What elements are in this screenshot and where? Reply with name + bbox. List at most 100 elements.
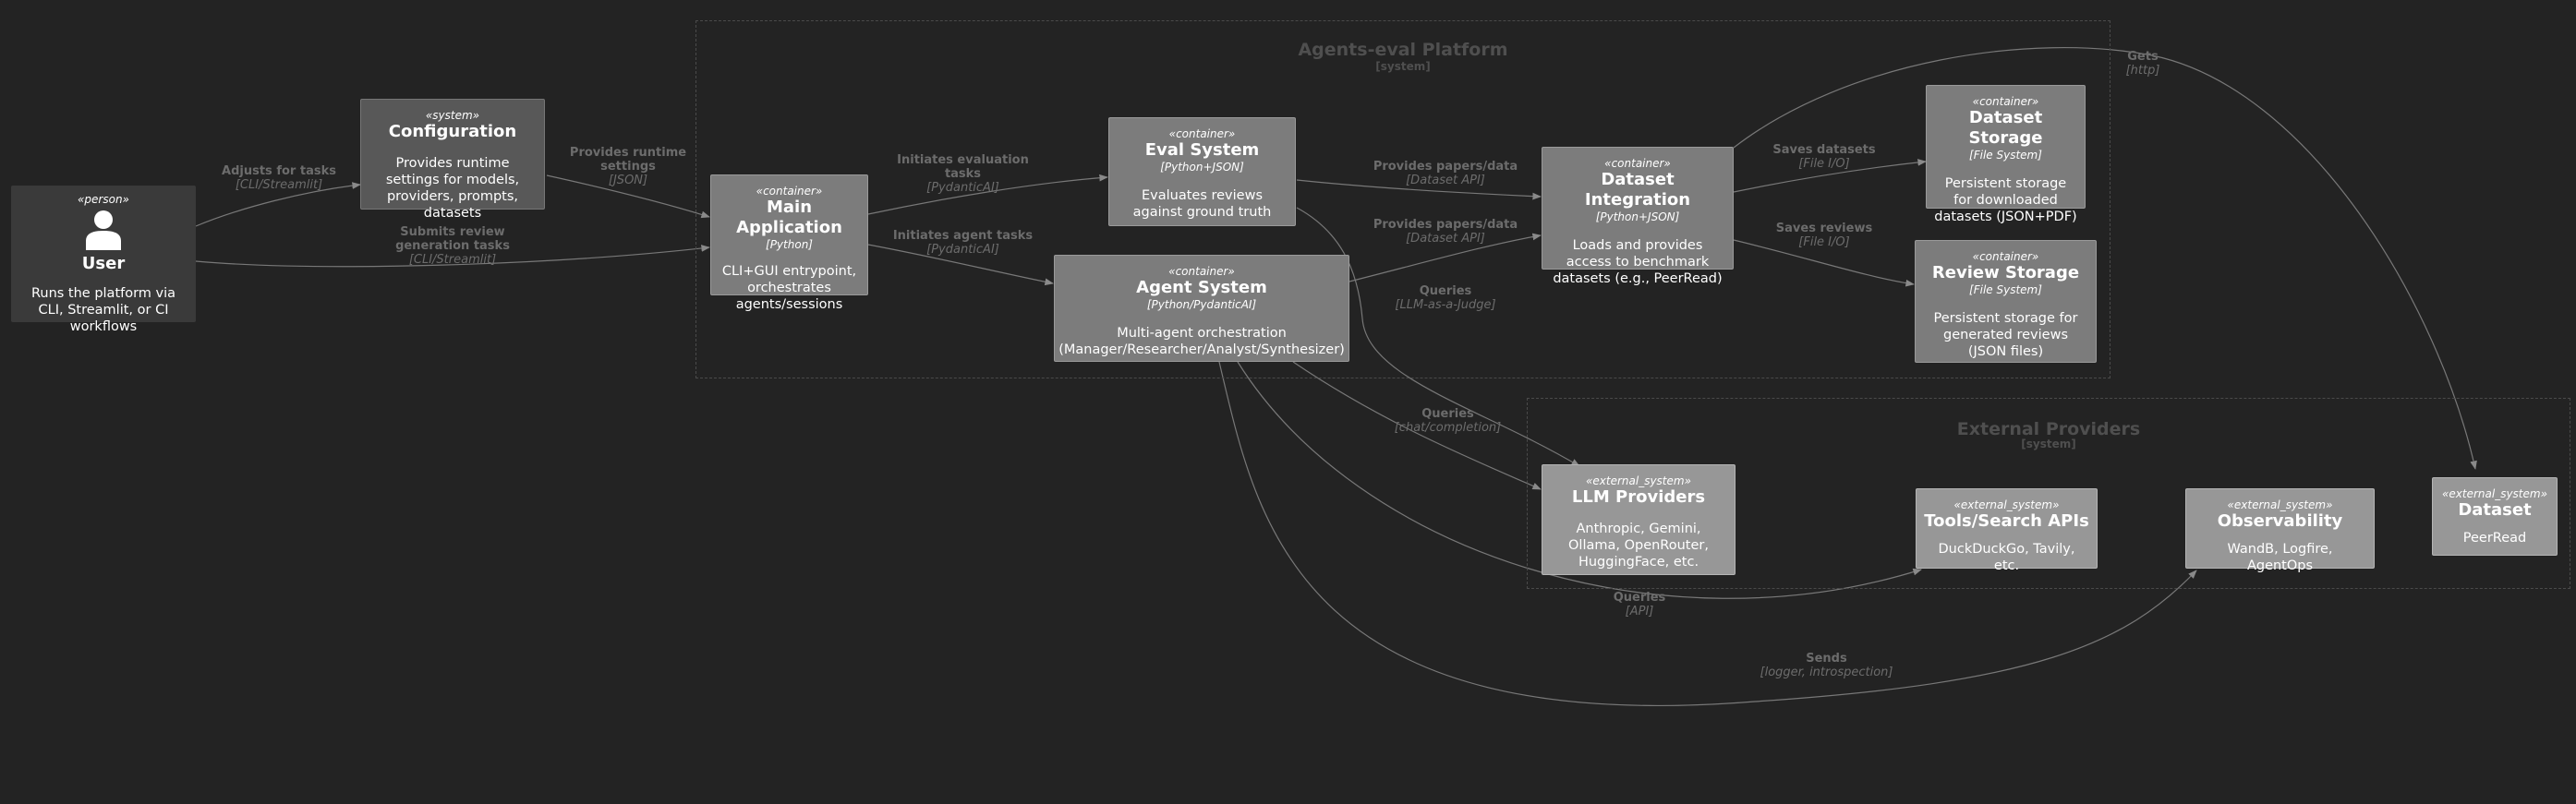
- node-technology: [File System]: [1969, 149, 2042, 162]
- node-configuration[interactable]: «system» Configuration Provides runtime …: [360, 99, 545, 221]
- boundary-title: External Providers: [1956, 419, 2141, 439]
- edge-label-agent-tools: Queries [API]: [1607, 591, 1672, 618]
- node-name: Review Storage: [1931, 263, 2080, 282]
- node-dataset-external[interactable]: «external_system» Dataset PeerRead: [2432, 477, 2558, 556]
- edge-label-text: Initiates evaluation tasks: [897, 153, 1029, 181]
- edge-config-main: [546, 174, 710, 219]
- node-description: CLI+GUI entrypoint, orchestrates agents/…: [721, 264, 857, 312]
- edge-agent-llm: [1292, 361, 1542, 490]
- edge-label-dsint-revstore: Saves reviews [File I/O]: [1760, 222, 1889, 249]
- node-eval-system[interactable]: «container» Eval System [Python+JSON] Ev…: [1108, 117, 1296, 226]
- edge-eval-llm: [1296, 207, 1580, 467]
- boundary-subtitle: [system]: [1375, 60, 1431, 73]
- node-name: Eval System: [1144, 140, 1260, 160]
- node-agent-system[interactable]: «container» Agent System [Python/Pydanti…: [1054, 255, 1349, 362]
- node-name: LLM Providers: [1571, 487, 1706, 507]
- boundary-external-providers: External Providers [system]: [1527, 398, 2570, 589]
- edge-main-agent: [867, 244, 1054, 286]
- edge-label-text: Queries: [1421, 407, 1474, 421]
- edge-label-tech: [Dataset API]: [1406, 232, 1485, 246]
- edge-label-text: Provides papers/data: [1373, 160, 1518, 174]
- node-dataset-storage[interactable]: «container» Dataset Storage [File System…: [1926, 85, 2086, 224]
- edge-agent-dsint: [1348, 233, 1542, 282]
- node-stereotype: «container»: [1972, 95, 2039, 108]
- edge-label-tech: [CLI/Streamlit]: [408, 253, 497, 267]
- edge-agent-obs: [1218, 361, 2197, 706]
- edge-main-eval: [867, 174, 1108, 215]
- node-stereotype: «container»: [1168, 265, 1235, 278]
- node-stereotype: «external_system»: [1586, 474, 1691, 487]
- node-stereotype: «external_system»: [1953, 498, 2060, 511]
- edge-label-tech: [http]: [2125, 64, 2160, 78]
- boundary-subtitle: [system]: [2021, 438, 2076, 450]
- edge-label-user-config: Adjusts for tasks [CLI/Streamlit]: [210, 164, 348, 192]
- edge-label-tech: [Dataset API]: [1406, 174, 1485, 187]
- edge-label-text: Submits review generation tasks: [395, 225, 510, 253]
- node-name: Dataset Storage: [1968, 108, 2043, 148]
- node-name: Configuration: [388, 122, 517, 141]
- edge-label-main-agent: Initiates agent tasks [PydanticAI]: [887, 229, 1039, 257]
- edge-label-tech: [chat/completion]: [1394, 421, 1502, 435]
- node-stereotype: «person»: [78, 193, 129, 206]
- edge-label-text: Sends: [1806, 652, 1847, 666]
- edge-label-tech: [PydanticAI]: [926, 181, 999, 195]
- node-description: Runs the platform via CLI, Streamlit, or…: [30, 286, 176, 334]
- node-technology: [Python+JSON]: [1595, 210, 1680, 223]
- node-observability[interactable]: «external_system» Observability WandB, L…: [2185, 488, 2375, 573]
- edge-user-main: [195, 245, 710, 268]
- edge-label-tech: [File I/O]: [1798, 157, 1850, 171]
- edge-label-text: Gets: [2127, 50, 2159, 64]
- person-icon: [84, 210, 123, 254]
- edge-label-text: Queries: [1419, 284, 1472, 298]
- edge-label-main-eval: Initiates evaluation tasks [PydanticAI]: [891, 153, 1034, 195]
- node-stereotype: «external_system»: [2442, 487, 2547, 500]
- edge-user-config: [195, 182, 361, 227]
- edge-label-text: Saves reviews: [1775, 222, 1873, 235]
- edge-label-tech: [PydanticAI]: [926, 243, 999, 257]
- node-technology: [Python]: [766, 238, 813, 251]
- node-description: PeerRead: [2462, 531, 2527, 546]
- edge-label-agent-llm: Queries [chat/completion]: [1385, 407, 1510, 435]
- edge-label-tech: [CLI/Streamlit]: [235, 178, 323, 192]
- edge-label-agent-obs: Sends [logger, introspection]: [1746, 652, 1907, 679]
- node-stereotype: «container»: [756, 185, 823, 198]
- node-description: Persistent storage for downloaded datase…: [1934, 176, 2077, 224]
- node-stereotype: «container»: [1972, 250, 2039, 263]
- node-main-application[interactable]: «container» Main Application [Python] CL…: [710, 174, 868, 312]
- node-review-storage[interactable]: «container» Review Storage [File System]…: [1915, 240, 2097, 363]
- node-stereotype: «system»: [425, 109, 480, 122]
- node-technology: [Python+JSON]: [1160, 161, 1244, 174]
- edge-label-tech: [logger, introspection]: [1760, 666, 1893, 679]
- node-description: Persistent storage for generated reviews…: [1933, 311, 2078, 359]
- edge-label-agent-dsint: Provides papers/data [Dataset API]: [1367, 218, 1524, 246]
- node-tools-search-apis[interactable]: «external_system» Tools/Search APIs Duck…: [1916, 488, 2098, 573]
- edge-label-text: Provides papers/data: [1373, 218, 1518, 232]
- node-name: Tools/Search APIs: [1924, 511, 2089, 531]
- edge-dsint-revstore: [1733, 239, 1915, 287]
- node-name: Agent System: [1136, 278, 1267, 297]
- edge-label-config-main: Provides runtime settings [JSON]: [563, 146, 693, 187]
- node-name: Dataset Integration: [1584, 170, 1691, 210]
- edge-label-tech: [File I/O]: [1798, 235, 1850, 249]
- edge-label-text: Queries: [1613, 591, 1666, 605]
- node-name: Observability: [2217, 511, 2343, 531]
- node-user[interactable]: «person» User Runs the platform via CLI,…: [11, 186, 196, 334]
- node-description: WandB, Logfire, AgentOps: [2227, 542, 2333, 573]
- edge-label-tech: [LLM-as-a-Judge]: [1395, 298, 1496, 312]
- edge-label-eval-llm: Queries [LLM-as-a-Judge]: [1381, 284, 1510, 312]
- node-llm-providers[interactable]: «external_system» LLM Providers Anthropi…: [1542, 464, 1735, 575]
- edge-label-tech: [API]: [1625, 605, 1654, 618]
- edge-label-text: Provides runtime settings: [569, 146, 687, 174]
- edge-eval-dsint: [1296, 179, 1542, 200]
- node-stereotype: «container»: [1604, 157, 1671, 170]
- node-stereotype: «external_system»: [2227, 498, 2333, 511]
- edge-label-dsint-dsext: Gets [http]: [2115, 50, 2171, 78]
- edge-dsint-dsstore: [1733, 159, 1927, 193]
- node-description: DuckDuckGo, Tavily, etc.: [1938, 542, 2075, 573]
- edge-dsint-dsext: [1733, 46, 2477, 470]
- node-dataset-integration[interactable]: «container» Dataset Integration [Python+…: [1542, 147, 1734, 286]
- node-name: User: [81, 254, 126, 273]
- boundary-agents-eval-platform: Agents-eval Platform [system]: [695, 20, 2110, 378]
- edge-label-eval-dsint: Provides papers/data [Dataset API]: [1367, 160, 1524, 187]
- edge-label-user-main: Submits review generation tasks [CLI/Str…: [379, 225, 526, 267]
